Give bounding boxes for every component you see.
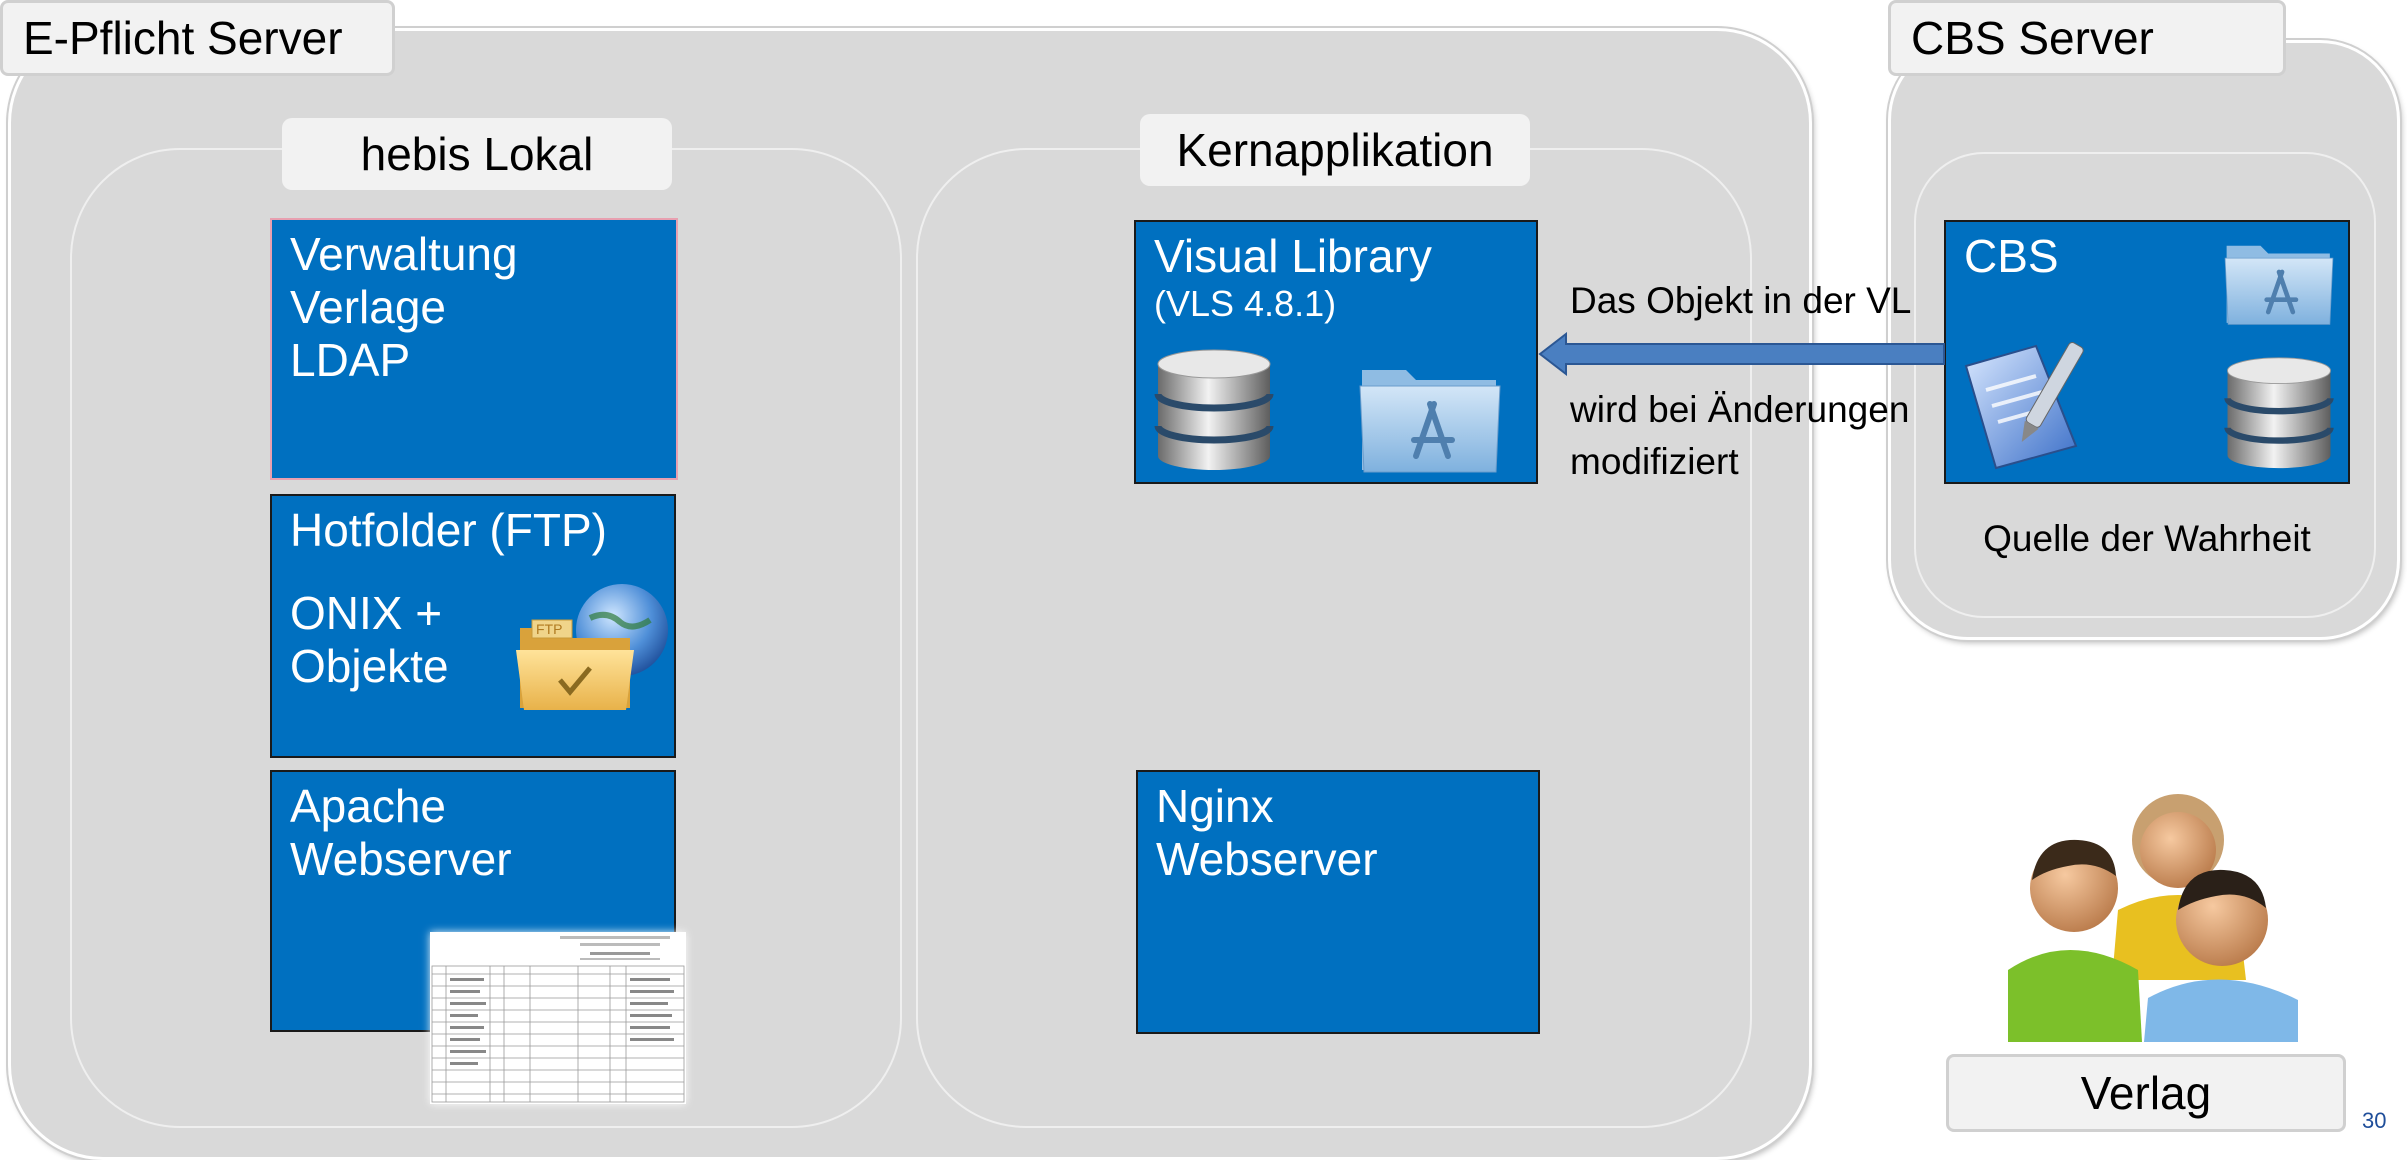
users-group-icon <box>2008 770 2298 1042</box>
epflicht-server-title: E-Pflicht Server <box>0 0 395 76</box>
nginx-box: Nginx Webserver <box>1136 770 1540 1034</box>
arrow-label-bottom-line-1: wird bei Änderungen <box>1570 389 1910 430</box>
sync-arrow <box>1538 331 1946 377</box>
arrow-label-bottom-line-2: modifiziert <box>1570 441 1739 482</box>
ftp-folder-icon: FTP <box>512 580 672 720</box>
cbs-server-title: CBS Server <box>1888 0 2286 76</box>
ftp-label: FTP <box>536 621 562 637</box>
app-folder-icon <box>2222 226 2336 338</box>
apache-line-1: Apache <box>290 780 447 832</box>
lane-label-hebis-lokal: hebis Lokal <box>282 118 672 190</box>
verwaltung-line-2: Verlage <box>290 281 447 333</box>
epflicht-server-title-text: E-Pflicht Server <box>23 12 343 64</box>
hotfolder-line-2: Objekte <box>290 640 449 692</box>
arrow-label-bottom: wird bei Änderungen modifiziert <box>1570 384 1950 494</box>
arrow-label-top: Das Objekt in der VL <box>1570 280 1950 330</box>
lane-label-kernapplikation-text: Kernapplikation <box>1176 124 1494 176</box>
app-folder-icon <box>1356 360 1504 474</box>
verlag-label-text: Verlag <box>2080 1067 2212 1119</box>
document-pen-icon <box>1956 336 2092 474</box>
lane-label-hebis-lokal-text: hebis Lokal <box>360 128 594 180</box>
cbs-caption: Quelle der Wahrheit <box>1944 518 2350 568</box>
lane-label-kernapplikation: Kernapplikation <box>1140 114 1530 186</box>
nginx-line-1: Nginx <box>1156 780 1274 832</box>
hotfolder-line-1: ONIX + <box>290 587 443 639</box>
nginx-line-2: Webserver <box>1156 833 1378 885</box>
verwaltung-line-1: Verwaltung <box>290 228 518 280</box>
database-icon <box>1152 348 1276 472</box>
cbs-title: CBS <box>1964 230 2059 282</box>
hotfolder-title: Hotfolder (FTP) <box>290 504 607 556</box>
document-thumbnail <box>430 932 686 1104</box>
page-number: 30 <box>2362 1108 2402 1138</box>
database-icon <box>2222 352 2336 474</box>
visual-library-version: (VLS 4.8.1) <box>1154 283 1337 324</box>
verwaltung-box: Verwaltung Verlage LDAP <box>270 218 678 480</box>
visual-library-title: Visual Library <box>1154 230 1432 282</box>
cbs-server-title-text: CBS Server <box>1911 12 2154 64</box>
cbs-caption-text: Quelle der Wahrheit <box>1983 518 2311 559</box>
apache-line-2: Webserver <box>290 833 512 885</box>
page-number-text: 30 <box>2362 1108 2387 1133</box>
verwaltung-line-3: LDAP <box>290 334 411 386</box>
verlag-label: Verlag <box>1946 1054 2346 1132</box>
arrow-label-top-text: Das Objekt in der VL <box>1570 280 1912 321</box>
